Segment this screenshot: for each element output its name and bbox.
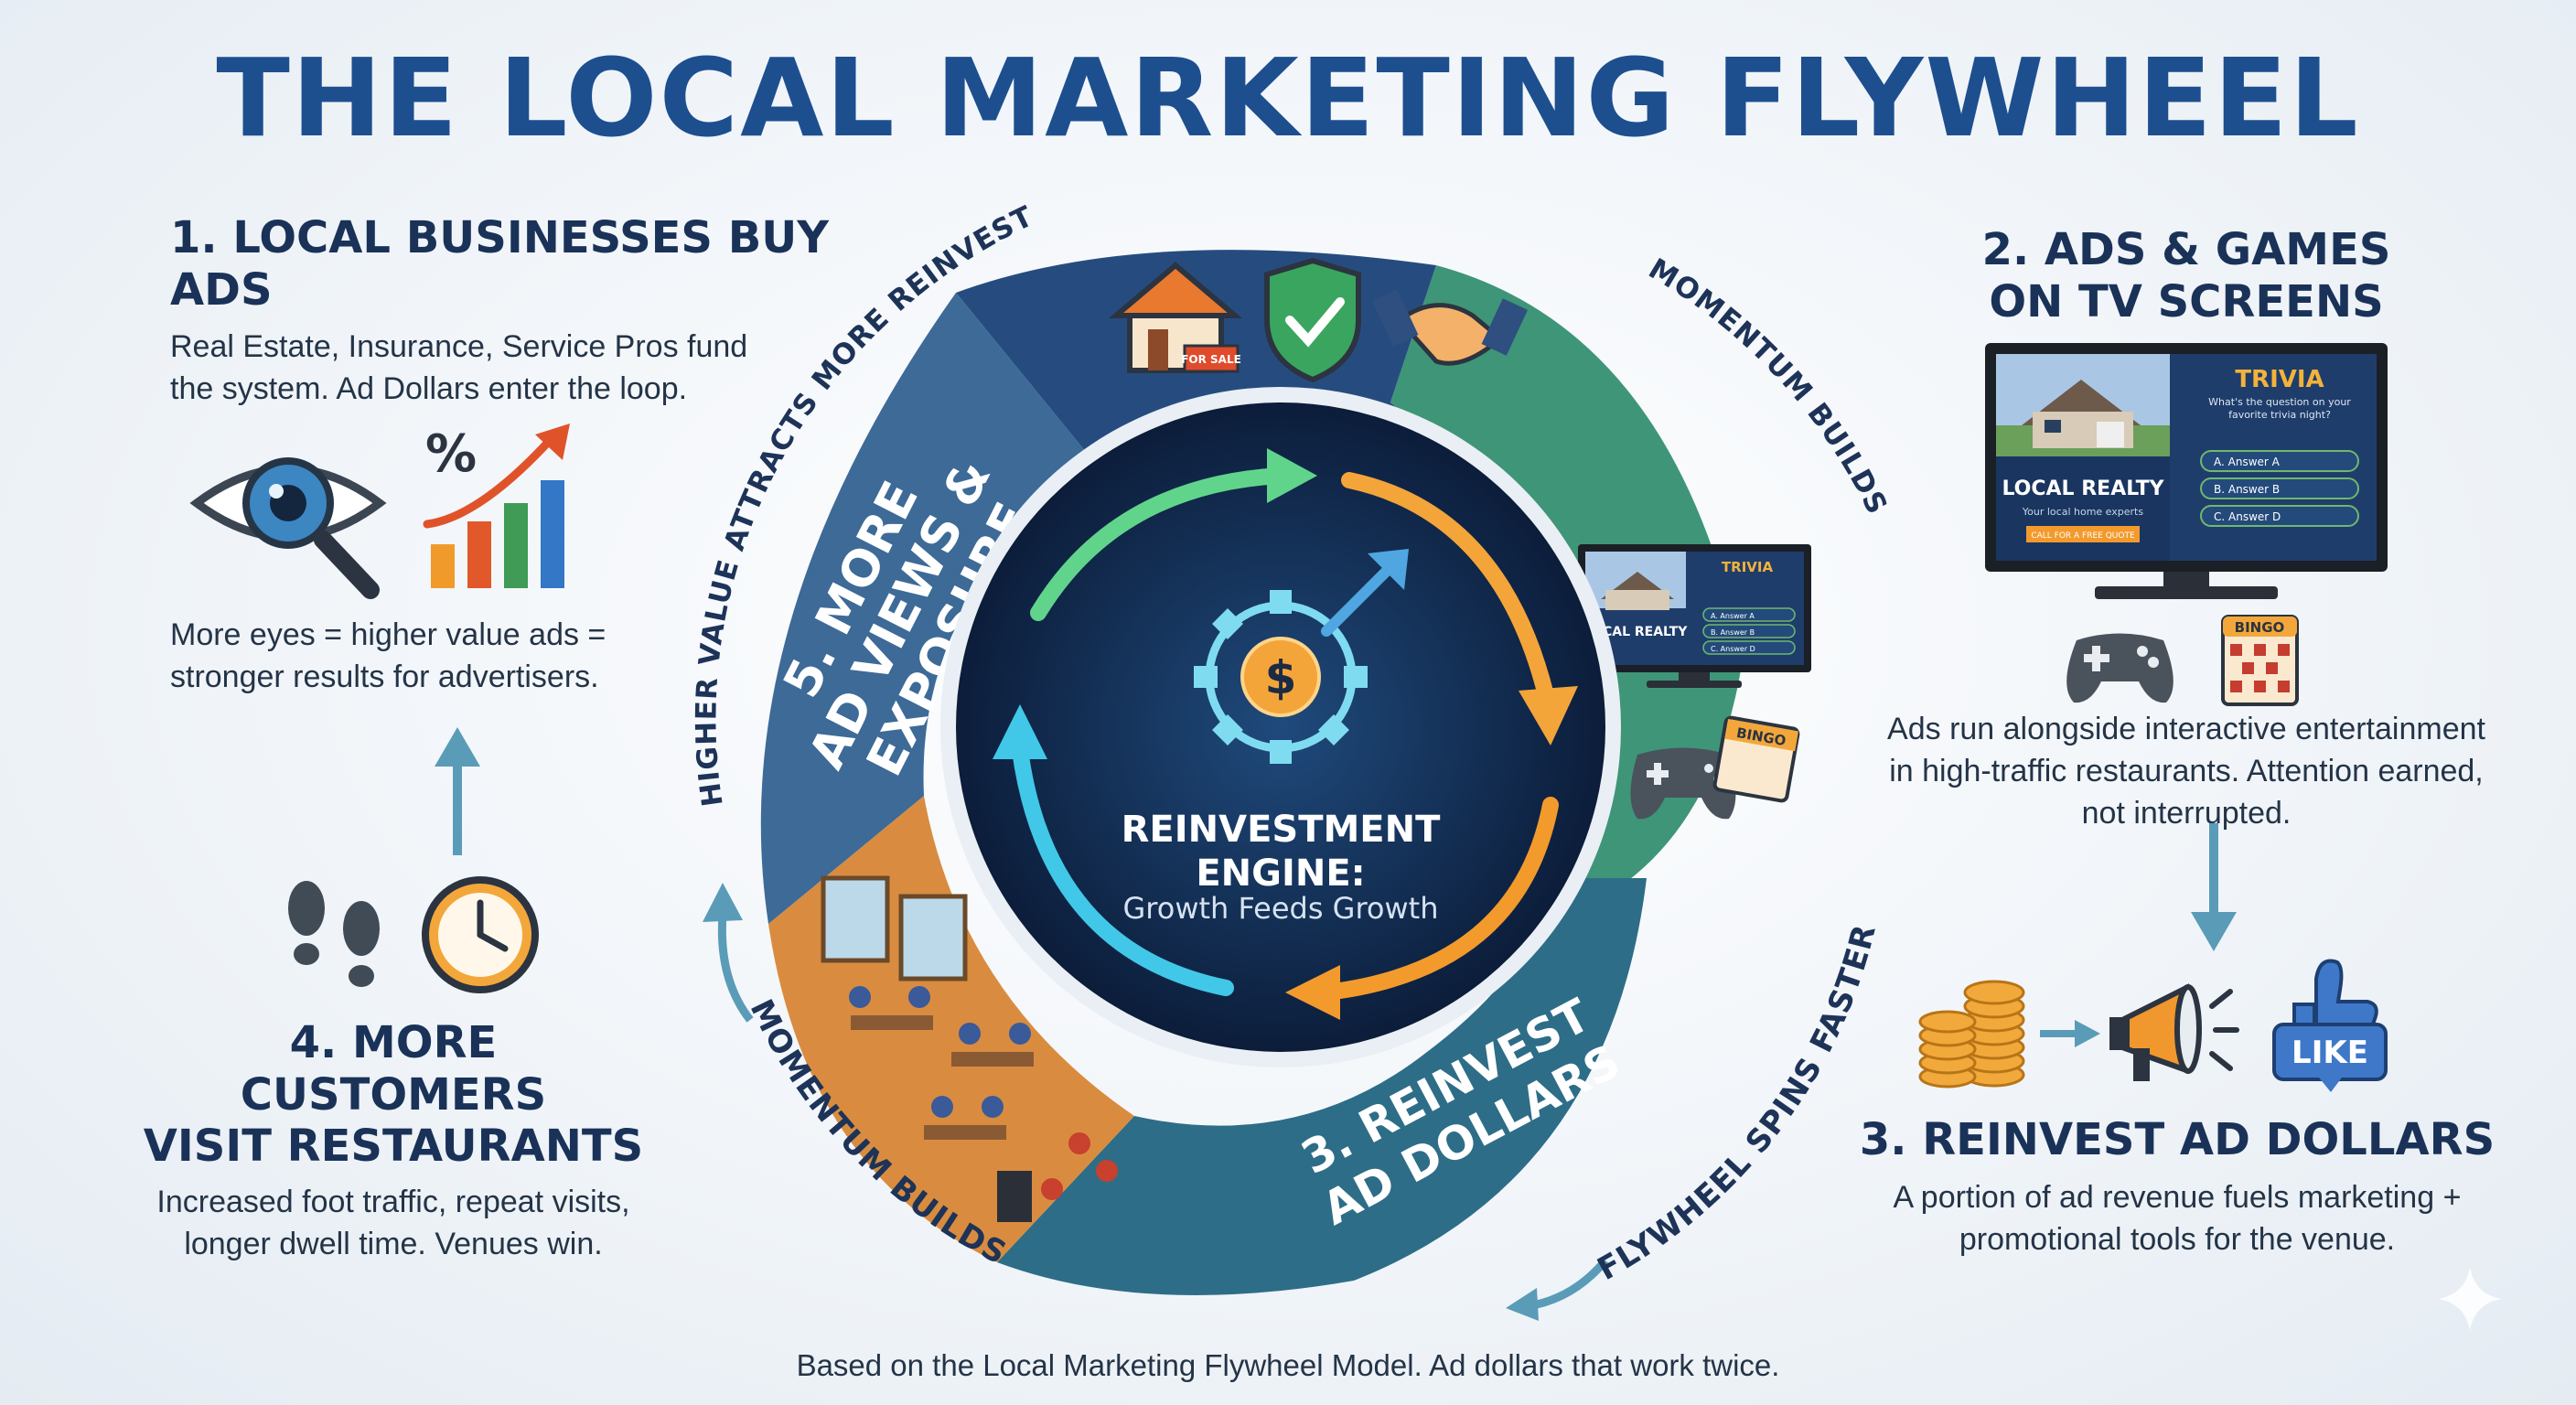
like-label: LIKE [2292,1035,2368,1071]
coins-icon [1918,980,2025,1089]
for-sale-sign: FOR SALE [1181,353,1241,366]
up-arrow-icon [435,727,480,855]
down-arrow-icon [2191,823,2237,951]
flywheel-diagram: FOR SALE LOCAL REALTY TRIVIA A. Answer A… [631,165,1893,1295]
step-4-heading-line2: VISIT RESTAURANTS [143,1121,644,1173]
small-tv-screen: LOCAL REALTY TRIVIA A. Answer A B. Answe… [1578,544,1811,688]
house-icon: FOR SALE [1108,262,1243,373]
dollar-gear-icon: $ [1194,549,1409,764]
hub-arrow-orange-bottom [1318,797,1559,1001]
wheel-segment-left [760,293,1098,924]
left-curve-arrow-icon [703,883,754,1023]
step-2-heading-line1: 2. ADS & GAMES [1981,224,2391,275]
growth-chart-icon: % [423,424,570,588]
bottom-arrow-icon [1506,1258,1609,1321]
tv-trivia-title: TRIVIA [2235,366,2324,393]
tv-realty-title: LOCAL REALTY [2002,477,2164,500]
arc-label-bottom-right: FLYWHEEL SPINS FASTER [1592,920,1884,1288]
bingo-card-icon: BINGO [2221,615,2299,706]
small-tv-answer-b: B. Answer B [1711,628,1755,637]
step-1: 1. LOCAL BUSINESSES BUY ADS Real Estate,… [170,212,902,411]
step-5-body: More eyes = higher value ads = stronger … [170,617,606,694]
svg-text:$: $ [1265,651,1297,704]
step-3-heading: 3. REINVEST AD DOLLARS [1859,1114,2496,1165]
hub-subtitle: Growth Feeds Growth [1122,891,1438,926]
tv-answer-a: A. Answer A [2214,456,2281,468]
step-4-heading-line1: 4. MORE CUSTOMERS [240,1017,547,1121]
step-3-body: A portion of ad revenue fuels marketing … [1893,1179,2462,1257]
small-tv-realty: LOCAL REALTY [1584,625,1689,639]
page-title: THE LOCAL MARKETING FLYWHEEL [216,35,2360,161]
step-2-heading-line2: ON TV SCREENS [1989,275,2384,327]
hub-title-line1: REINVESTMENT [1122,809,1441,851]
gamepad-icon [2066,633,2174,703]
restaurant-scene [821,875,1118,1222]
step-2-heading: 2. ADS & GAMES ON TV SCREENS [1930,224,2442,327]
hub-arrow-cyan [1012,742,1234,996]
hub-arrow-green [1030,467,1289,621]
footprints-icon [288,881,380,987]
small-tv-answer-a: A. Answer A [1711,612,1755,620]
sparkle-icon [2438,1267,2502,1331]
tv-realty-button: CALL FOR A FREE QUOTE [2031,531,2135,541]
bingo-label: BINGO [2235,619,2285,636]
eye-magnifier-icon [189,457,387,599]
tv-answer-c: C. Answer D [2214,510,2281,523]
footer-note: Based on the Local Marketing Flywheel Mo… [796,1348,1780,1382]
clock-icon [422,876,539,993]
megaphone-icon [2109,983,2239,1081]
small-bingo-card-icon: BINGO [1712,715,1800,803]
percent-sign: % [425,424,477,484]
tv-realty-sub: Your local home experts [2022,506,2143,518]
step-2-body: Ads run alongside interactive entertainm… [1887,712,2485,831]
step-1-body: Real Estate, Insurance, Service Pros fun… [170,329,748,407]
small-tv-trivia: TRIVIA [1722,559,1774,575]
tv-screen: LOCAL REALTY Your local home experts CAL… [1985,343,2388,599]
tv-answer-b: B. Answer B [2214,483,2280,496]
wheel-segment-bottom-right [997,878,1647,1295]
hub [956,402,1605,1052]
step-1-heading: 1. LOCAL BUSINESSES BUY ADS [170,212,830,316]
step-3: 3. REINVEST AD DOLLARS A portion of ad r… [1848,1114,2506,1260]
hub-arrow-orange-top [1341,472,1554,703]
small-tv-answer-c: C. Answer D [1711,645,1755,653]
step-4-body: Increased foot traffic, repeat visits, l… [156,1184,630,1261]
handshake-icon [1371,289,1529,366]
right-arrow-icon [2040,1020,2100,1047]
step-4: 4. MORE CUSTOMERS VISIT RESTAURANTS Incr… [137,1017,649,1266]
tv-trivia-question: What's the question on your favorite tri… [2208,396,2351,421]
shield-check-icon [1264,257,1361,383]
hub-title-line2: ENGINE: [1196,853,1365,895]
like-icon: LIKE [2272,959,2388,1092]
